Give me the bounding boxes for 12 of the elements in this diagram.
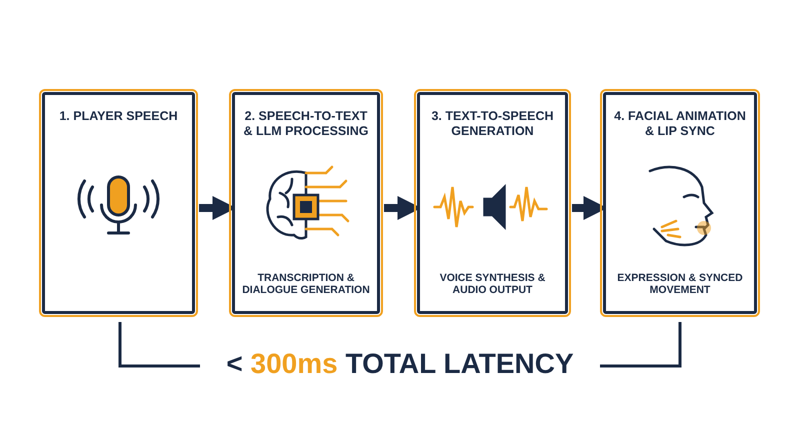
step-title: 4. FACIAL ANIMATION & LIP SYNC — [613, 109, 747, 139]
step-description: EXPRESSION & SYNCED MOVEMENT — [616, 272, 744, 297]
process-card — [42, 92, 195, 314]
step-description: TRANSCRIPTION & DIALOGUE GENERATION — [241, 272, 371, 297]
step-title: 1. PLAYER SPEECH — [58, 109, 179, 124]
latency-label: < 300ms TOTAL LATENCY — [225, 348, 575, 380]
step-description: VOICE SYNTHESIS & AUDIO OUTPUT — [438, 272, 546, 297]
process-card — [232, 92, 380, 314]
process-card — [417, 92, 568, 314]
process-card — [603, 92, 757, 314]
step-title: 3. TEXT-TO-SPEECH GENERATION — [430, 109, 554, 139]
step-title: 2. SPEECH-TO-TEXT & LLM PROCESSING — [242, 109, 370, 139]
